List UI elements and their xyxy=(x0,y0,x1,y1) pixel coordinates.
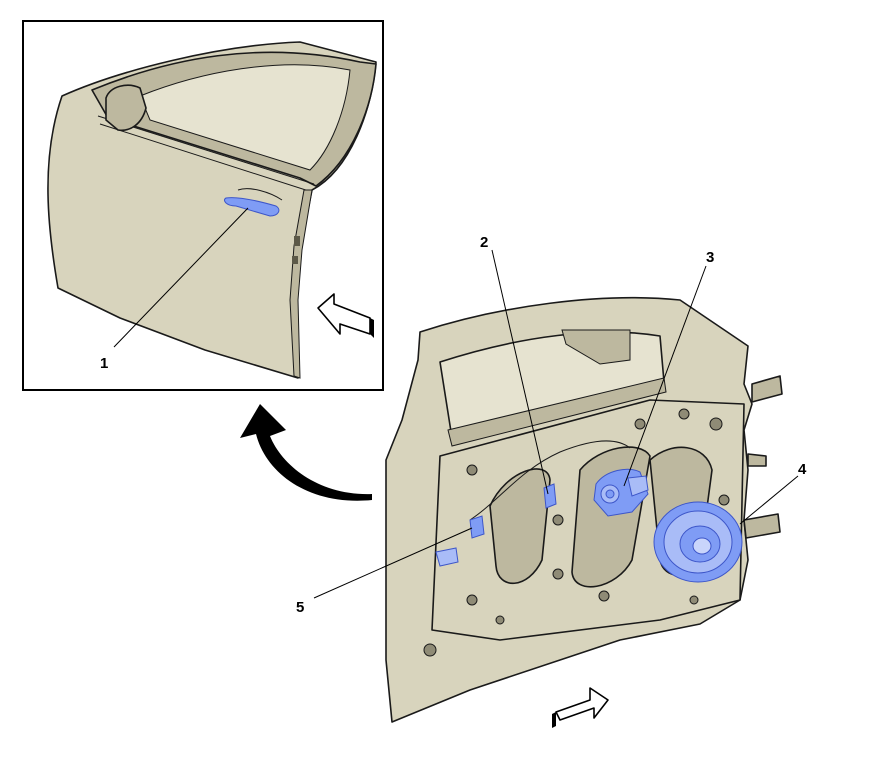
window-glass xyxy=(139,64,351,171)
mounting-holes xyxy=(423,408,730,657)
lower-hinge xyxy=(743,513,781,539)
door-edge xyxy=(289,189,313,379)
callout-1: 1 xyxy=(100,355,108,372)
callout-2: 2 xyxy=(480,234,488,251)
leader-line-1 xyxy=(113,207,249,348)
leader-line-2 xyxy=(491,249,549,495)
view-direction-arrow-icon xyxy=(317,293,374,338)
window-regulator-motor-highlight xyxy=(593,468,649,517)
curved-arrow-icon xyxy=(240,404,372,501)
handle-pocket xyxy=(237,188,283,201)
interior-handle-clip-highlight xyxy=(543,483,557,509)
leader-line-3 xyxy=(623,265,707,487)
upper-hinge xyxy=(751,375,783,403)
edge-slot xyxy=(292,256,298,264)
inner-door-view: 2 3 4 5 xyxy=(296,234,807,728)
callout-3: 3 xyxy=(706,249,714,266)
door-latch-highlight xyxy=(435,515,485,567)
edge-slot xyxy=(294,236,300,246)
view-direction-arrow-icon xyxy=(552,687,609,728)
access-opening xyxy=(489,468,551,585)
upper-rail xyxy=(447,377,667,447)
leader-line-5 xyxy=(313,527,473,599)
callout-5: 5 xyxy=(296,599,304,616)
leader-line-4 xyxy=(739,475,799,525)
exterior-handle-highlight xyxy=(223,197,280,217)
lock-cable xyxy=(469,440,631,521)
check-link xyxy=(747,453,767,467)
exterior-door-inset: 1 xyxy=(22,20,384,391)
speaker-highlight xyxy=(653,501,743,583)
mirror-mount xyxy=(561,329,631,365)
side-mirror xyxy=(105,84,147,132)
callout-4: 4 xyxy=(798,461,807,478)
